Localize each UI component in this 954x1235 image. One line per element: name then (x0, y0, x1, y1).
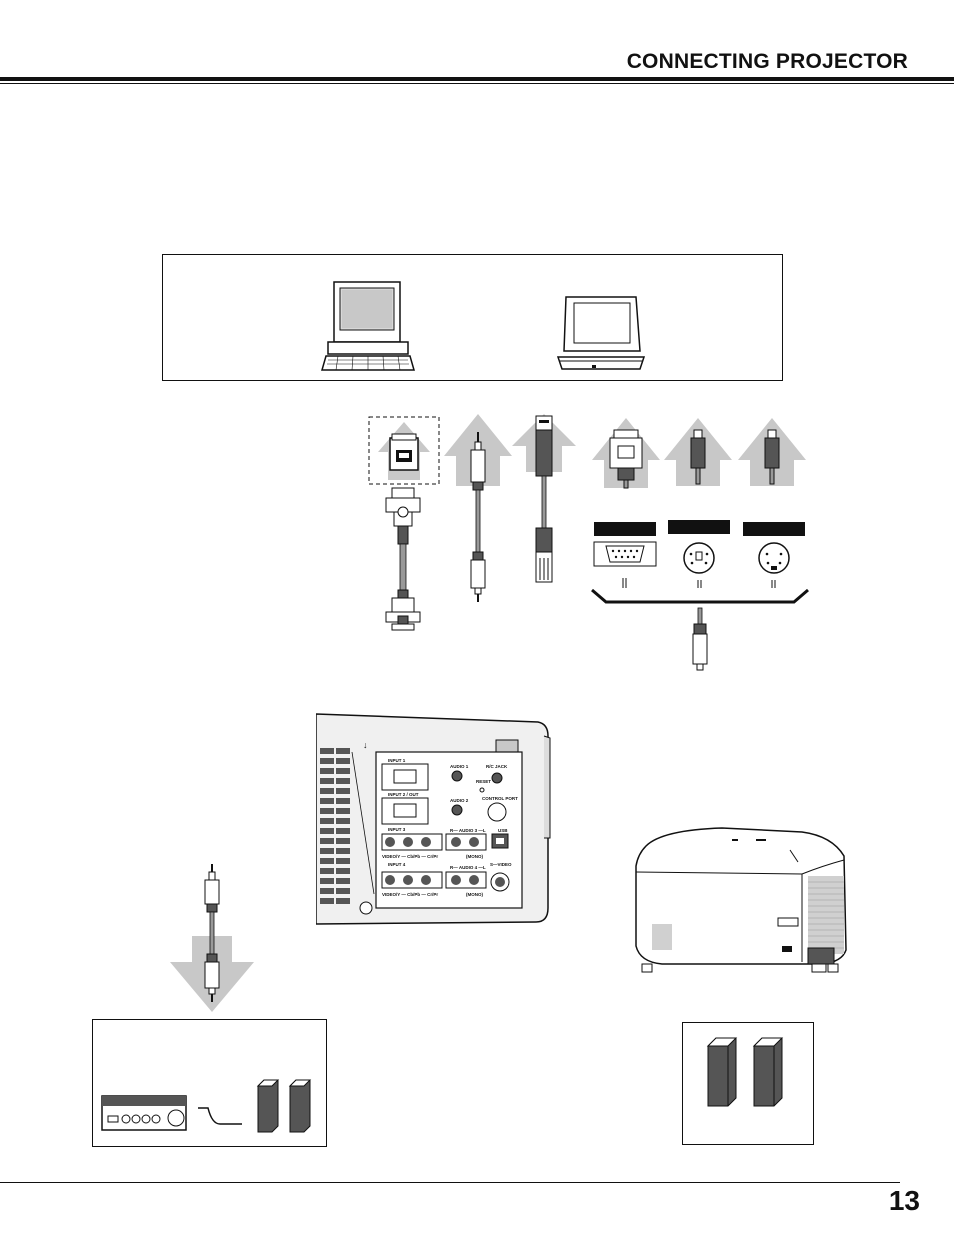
input-4-label: INPUT 4 (388, 862, 406, 867)
input-3-label: INPUT 3 (388, 827, 406, 832)
input-1-label: INPUT 1 (388, 758, 406, 763)
svg-text:↓: ↓ (363, 740, 368, 750)
video-ycbcr-4-label: VIDEO/Y — Cb/Pb — Cr/Pr (382, 892, 438, 897)
page-number: 13 (888, 1185, 920, 1216)
speaker-icon (706, 1037, 784, 1107)
audio-2-label: AUDIO 2 (450, 798, 469, 803)
speaker-icon (256, 1079, 312, 1133)
reset-label: RESET (476, 779, 491, 784)
s-video-label: S—VIDEO (490, 862, 512, 867)
control-port-connectors (591, 520, 809, 671)
video-ycbcr-3-label: VIDEO/Y — Cb/Pb — Cr/Pr (382, 854, 438, 859)
desktop-computer-icon (321, 281, 415, 371)
vga-cable-icon (385, 487, 421, 631)
header-rule-thin (0, 83, 954, 84)
ps2-cable-icon (664, 418, 732, 486)
adb-cable-icon (738, 418, 806, 486)
computer-box (162, 254, 783, 381)
audio-amplifier-icon (101, 1079, 312, 1133)
audio-cable-icon (444, 414, 512, 602)
header-rule (0, 77, 954, 81)
audio-out-cable-icon (170, 864, 254, 1012)
rc-jack-label: R/C JACK (486, 764, 508, 769)
projector-body-icon (635, 827, 847, 973)
mono-4-label: (MONO) (466, 892, 483, 897)
input-2-label: INPUT 2 / OUT (388, 792, 419, 797)
audio-3-label: R— AUDIO 3 —L (450, 828, 486, 833)
projector-terminal-panel-icon: ↓ INPUT 1 AUDIO 1 R/C JACK RESET INPUT 2… (316, 713, 551, 925)
audio-4-label: R— AUDIO 4 —L (450, 865, 486, 870)
usb-label: USB (498, 828, 508, 833)
speaker-box (682, 1022, 814, 1145)
mono-3-label: (MONO) (466, 854, 483, 859)
control-port-label: CONTROL PORT (482, 796, 518, 801)
mac-adapter-icon (368, 416, 440, 485)
serial-cable-icon (592, 418, 660, 489)
audio-amplifier-box (92, 1019, 327, 1147)
footer-rule (0, 1182, 900, 1183)
laptop-computer-icon (556, 296, 646, 370)
audio-1-label: AUDIO 1 (450, 764, 469, 769)
page-title: CONNECTING PROJECTOR (626, 50, 908, 73)
usb-cable-icon (512, 414, 576, 583)
